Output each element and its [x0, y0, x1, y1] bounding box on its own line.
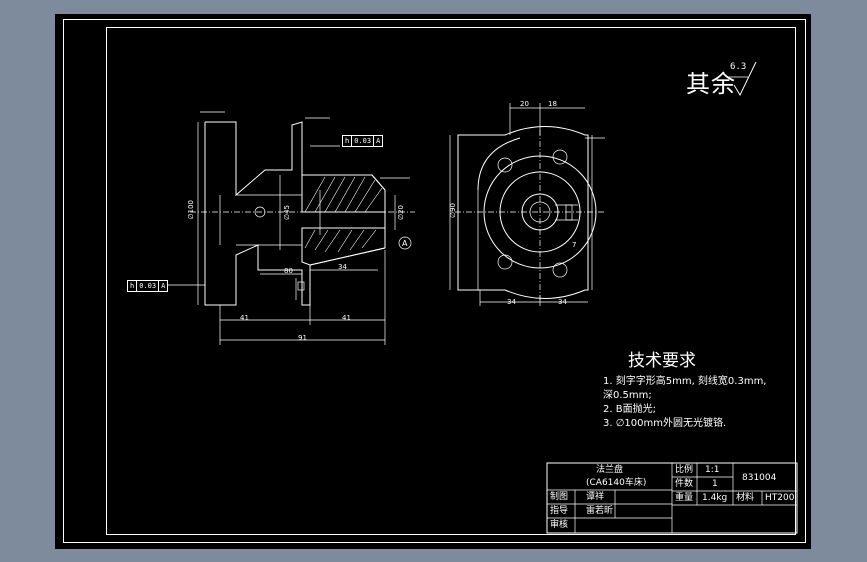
tolerance-symbol: h [128, 281, 138, 291]
guide-label: 指导 [550, 506, 569, 516]
drawn-value: 谭祥 [586, 492, 605, 502]
weight-value: 1.4kg [702, 493, 728, 503]
title-block-grid [546, 462, 798, 534]
tech-line-4: 3. ∅100mm外圆无光镀铬. [603, 418, 727, 429]
tolerance-value: 0.03 [137, 281, 160, 291]
dim-80: 80 [284, 267, 293, 275]
dim-d45: ∅45 [283, 205, 291, 221]
review-label: 审核 [550, 520, 569, 530]
tech-requirements-title: 技术要求 [628, 351, 696, 371]
dim-bottom-34b: 34 [558, 298, 567, 306]
datum-mark-a: A [402, 239, 408, 248]
dim-34: 34 [338, 263, 347, 271]
tolerance-value: 0.03 [352, 136, 375, 146]
roughness-value: 6.3 [730, 62, 747, 72]
tech-line-2: 深0.5mm; [603, 390, 652, 401]
drawing-border-inner [106, 27, 796, 535]
dim-91: 91 [298, 334, 307, 342]
dim-d100: ∅100 [187, 200, 195, 220]
roughness-label: 其余 [686, 70, 736, 98]
scale-label: 比例 [675, 465, 694, 475]
dim-41b: 41 [342, 314, 351, 322]
drawn-label: 制图 [550, 492, 569, 502]
dim-bottom-34a: 34 [507, 298, 516, 306]
part-name: 法兰盘 [596, 465, 624, 475]
guide-value: 雷若昕 [586, 506, 614, 516]
tech-line-1: 1. 刻字字形高5mm, 刻线宽0.3mm, [603, 376, 767, 387]
weight-label: 重量 [675, 493, 694, 503]
dim-41a: 41 [240, 314, 249, 322]
runout-frame: h 0.03 A [127, 280, 169, 292]
tech-line-3: 2. B面抛光; [603, 404, 656, 415]
cad-viewport[interactable] [55, 14, 811, 549]
qty-label: 件数 [675, 479, 694, 489]
dim-top-20: 20 [520, 100, 529, 108]
dim-d20: ∅20 [397, 205, 405, 221]
material-label: 材料 [736, 493, 755, 503]
dim-top-18: 18 [548, 100, 557, 108]
material-value: HT200 [765, 493, 795, 503]
qty-value: 1 [712, 479, 718, 489]
part-subtitle: (CA6140车床) [586, 478, 647, 488]
dim-7: 7 [572, 241, 577, 249]
scale-value: 1:1 [705, 465, 720, 475]
tolerance-datum: A [376, 137, 381, 145]
section-view [167, 111, 415, 345]
roughness-symbol [733, 61, 757, 97]
perpendicularity-frame: h 0.03 A [342, 135, 384, 147]
drawing-border-outer [63, 19, 806, 543]
drawing-number: 831004 [742, 473, 777, 483]
end-view [449, 103, 605, 306]
tolerance-symbol: h [343, 136, 353, 146]
dim-d90: ∅90 [449, 203, 457, 219]
tolerance-datum: A [161, 282, 166, 290]
